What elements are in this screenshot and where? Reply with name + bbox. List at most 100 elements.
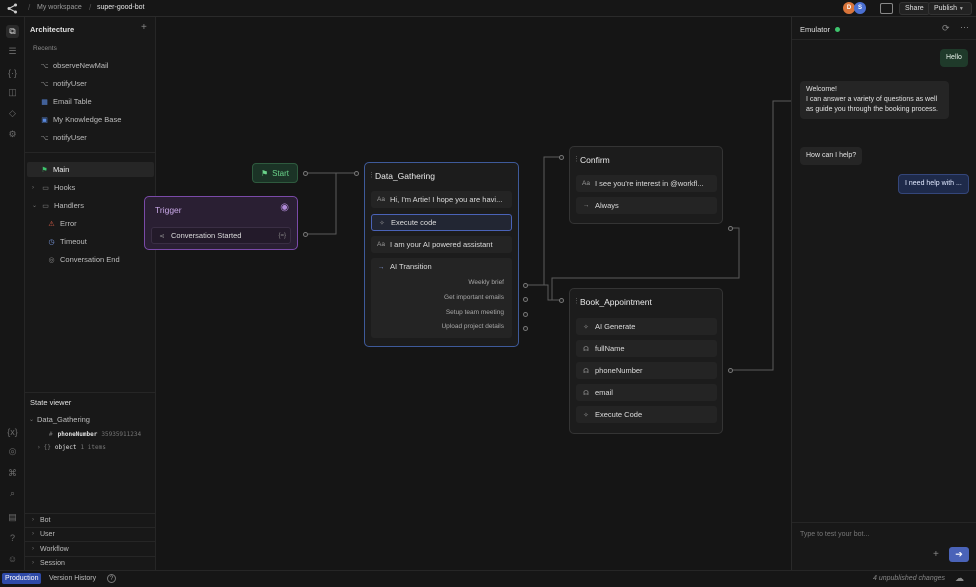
input-port[interactable] — [559, 155, 564, 160]
divider — [25, 513, 156, 514]
output-port[interactable] — [303, 232, 308, 237]
transition-option[interactable]: Weekly brief — [468, 279, 504, 286]
integrations-icon[interactable]: ◇ — [9, 108, 16, 118]
input-port[interactable] — [354, 171, 359, 176]
publish-button[interactable]: Publish ▼ — [928, 2, 972, 15]
capture-card[interactable]: ☊ fullName — [576, 340, 717, 357]
output-port[interactable] — [728, 226, 733, 231]
tree-item-handlers[interactable]: ⌄▭Handlers — [27, 198, 154, 213]
section-bot[interactable]: ›Bot — [27, 513, 154, 527]
workflow-icon: ⌥ — [40, 80, 49, 88]
chat-icon[interactable] — [880, 3, 893, 14]
ai-transition-card[interactable]: →AI Transition Weekly brief Get importan… — [371, 258, 512, 338]
capture-card[interactable]: ☊email — [576, 384, 717, 401]
output-port[interactable] — [523, 326, 528, 331]
tree-item-hooks[interactable]: ›▭Hooks — [27, 180, 154, 195]
divider — [792, 522, 976, 523]
output-port[interactable] — [523, 283, 528, 288]
section-workflow[interactable]: ›Workflow — [27, 542, 154, 556]
output-port[interactable] — [303, 171, 308, 176]
transition-icon: → — [377, 264, 385, 271]
environment-badge[interactable]: Production — [2, 573, 42, 584]
table-icon: ▦ — [41, 98, 48, 106]
clipboard-icon[interactable]: ▤ — [8, 512, 17, 522]
avatar[interactable]: D — [843, 2, 855, 14]
recent-item[interactable]: ▣My Knowledge Base — [27, 112, 154, 127]
flag-icon: ⚑ — [260, 168, 269, 178]
card-label: Execute code — [391, 218, 437, 227]
capture-card[interactable]: ☊phoneNumber — [576, 362, 717, 379]
trigger-card[interactable]: ⋖ Conversation Started {=} — [151, 227, 291, 244]
drag-handle-icon[interactable]: ⋮ — [573, 298, 580, 305]
output-port[interactable] — [728, 368, 733, 373]
execute-code-card[interactable]: ✧Execute Code — [576, 406, 717, 423]
transition-option[interactable]: Upload project details — [441, 323, 504, 330]
add-icon[interactable]: + — [933, 549, 939, 560]
shortcut-icon[interactable]: ⌘ — [8, 468, 17, 478]
recent-item[interactable]: ⌥observeNewMail — [27, 58, 154, 73]
ear-icon: ☊ — [583, 345, 589, 353]
user-icon[interactable]: ☺ — [7, 553, 18, 564]
card-label: fullName — [595, 344, 625, 353]
sidebar: Architecture + Recents ⌥observeNewMail ⌥… — [25, 17, 156, 570]
send-button[interactable]: ➔ — [949, 547, 969, 562]
bot-icon[interactable]: ◫ — [8, 87, 17, 97]
ai-generate-card[interactable]: ✧AI Generate — [576, 318, 717, 335]
card-label: phoneNumber — [595, 366, 643, 375]
list-icon[interactable]: ☰ — [8, 46, 17, 56]
add-icon[interactable]: + — [141, 22, 147, 33]
settings-icon[interactable]: ⚙ — [8, 129, 17, 139]
share-button[interactable]: Share — [899, 2, 930, 15]
avatar[interactable]: S — [854, 2, 866, 14]
text-icon: Aa — [377, 196, 385, 203]
book-appointment-node[interactable]: ⋮ Book_Appointment ✧AI Generate ☊fullNam… — [569, 288, 723, 434]
tree-item-timeout[interactable]: ◷Timeout — [27, 234, 154, 249]
section-session[interactable]: ›Session — [27, 556, 154, 570]
recent-item[interactable]: ⌥notifyUser — [27, 130, 154, 145]
state-node-label: Data_Gathering — [37, 415, 90, 424]
transition-option[interactable]: Get important emails — [444, 294, 504, 301]
state-node[interactable]: ⌄Data_Gathering — [27, 412, 154, 427]
tree-item-error[interactable]: ⚠Error — [27, 216, 154, 231]
architecture-icon[interactable]: ⧉ — [6, 25, 19, 38]
refresh-icon[interactable]: ⟳ — [942, 23, 950, 33]
help-icon[interactable]: ? — [107, 574, 116, 583]
transition-option[interactable]: Setup team meeting — [445, 309, 504, 316]
output-port[interactable] — [523, 312, 528, 317]
always-card[interactable]: →Always — [576, 197, 717, 214]
more-icon[interactable]: ⋯ — [960, 22, 969, 32]
input-port[interactable] — [559, 298, 564, 303]
text-icon: Aa — [582, 180, 590, 187]
tree-item-main[interactable]: ⚑Main — [27, 162, 154, 177]
search-icon[interactable]: ⌕ — [9, 488, 16, 498]
breadcrumb-bot[interactable]: super-good-bot — [97, 4, 145, 11]
drag-handle-icon[interactable]: ⋮ — [368, 172, 375, 179]
unpublished-changes[interactable]: 4 unpublished changes — [873, 575, 946, 582]
recent-item[interactable]: ⌥notifyUser — [27, 76, 154, 91]
start-node[interactable]: ⚑ Start — [252, 163, 298, 183]
section-user[interactable]: ›User — [27, 527, 154, 541]
execute-code-card[interactable]: ✧Execute code — [371, 214, 512, 231]
state-object[interactable]: › {} object 1 items — [27, 440, 154, 455]
breadcrumb-separator: / — [89, 3, 92, 12]
variables-icon[interactable]: {·} — [7, 67, 17, 78]
help-icon[interactable]: ? — [9, 532, 15, 543]
trigger-node[interactable]: Trigger ◉ ⋖ Conversation Started {=} — [144, 196, 298, 250]
recent-item[interactable]: ▦Email Table — [27, 94, 154, 109]
variables-icon[interactable]: {x} — [7, 426, 18, 437]
target-icon[interactable]: ◎ — [8, 446, 17, 456]
botpress-logo-icon[interactable] — [7, 3, 18, 14]
chat-input[interactable]: Type to test your bot... — [800, 531, 870, 538]
state-variable[interactable]: # phoneNumber 35935911234 — [27, 427, 154, 442]
card-label: I am your AI powered assistant — [390, 240, 493, 249]
output-port[interactable] — [523, 297, 528, 302]
breadcrumb-workspace[interactable]: My workspace — [37, 4, 82, 11]
drag-handle-icon[interactable]: ⋮ — [573, 156, 580, 163]
tree-item-conversation-end[interactable]: ◎Conversation End — [27, 252, 154, 267]
version-history-link[interactable]: Version History — [49, 575, 97, 582]
